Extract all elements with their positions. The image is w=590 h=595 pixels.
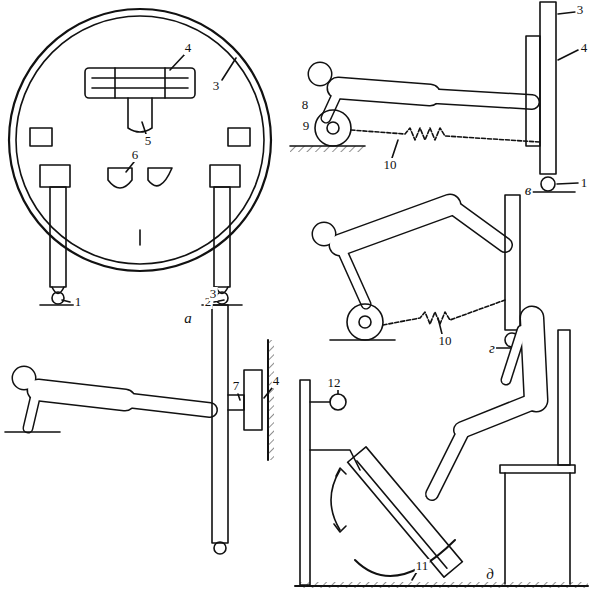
callout-number: 12 (327, 376, 342, 390)
callout-number: 3 (209, 287, 218, 301)
callout-number: 4 (272, 374, 281, 388)
callout-number: 9 (302, 119, 311, 133)
callout-number: 1 (74, 295, 83, 309)
callout-number: 6 (131, 148, 140, 162)
callout-number: 8 (301, 98, 310, 112)
callout-number: 10 (383, 158, 398, 172)
callout-number: 4 (184, 41, 193, 55)
callout-number: 3 (212, 79, 221, 93)
panel-letter: а (183, 311, 193, 325)
panel-letter: д (485, 567, 495, 581)
panel-letter: г (488, 341, 496, 355)
callout-number: 1 (580, 176, 589, 190)
callout-number: 3 (576, 3, 585, 17)
callout-number: 5 (144, 134, 153, 148)
callout-number: 4 (580, 41, 589, 55)
callout-number: 10 (438, 334, 453, 348)
callout-number: 7 (232, 379, 241, 393)
callout-number: 11 (415, 559, 430, 573)
panel-letter: в (524, 183, 533, 197)
